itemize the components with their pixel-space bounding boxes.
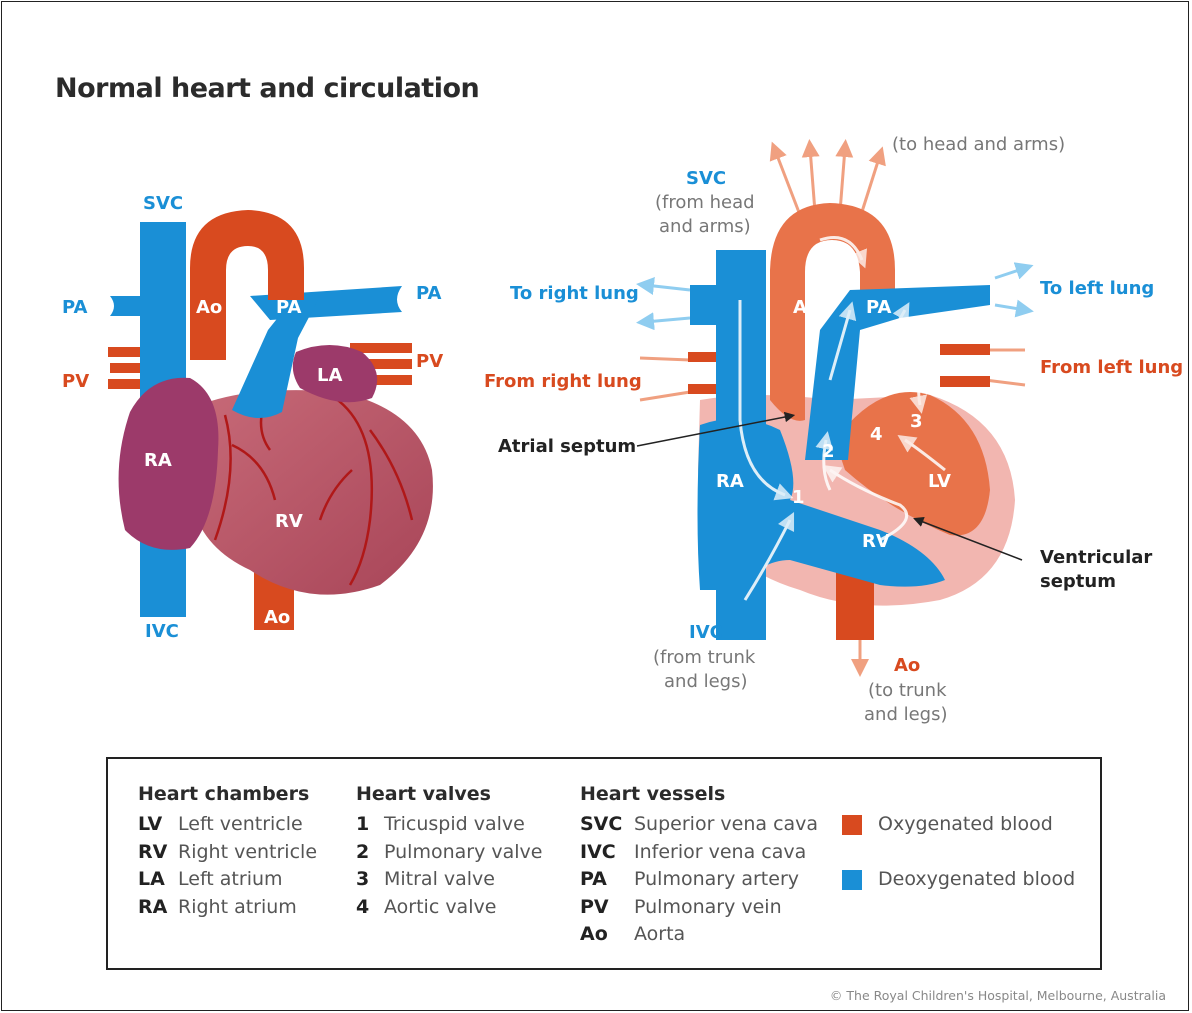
label-ao-arch: Ao — [196, 297, 222, 318]
legend-vessels: Heart vessels SVCSuperior vena cava IVCI… — [580, 783, 818, 951]
legend-value: Aorta — [634, 923, 685, 945]
legend-key: Ao — [580, 923, 634, 945]
label-ra-section: RA — [716, 471, 744, 492]
legend-value: Deoxygenated blood — [878, 868, 1075, 890]
label-ao-bottom: Ao — [264, 607, 290, 628]
legend-key: LV — [138, 813, 178, 835]
label-svc-sub2: and arms) — [659, 216, 751, 237]
label-valve-4: 4 — [870, 424, 883, 445]
legend-value: Aortic valve — [384, 896, 496, 918]
legend-value: Inferior vena cava — [634, 841, 806, 863]
legend-value: Pulmonary artery — [634, 868, 799, 890]
label-ivc-sub2: and legs) — [664, 671, 748, 692]
label-ivc-right: IVC — [689, 622, 723, 643]
legend-oxygenated: Oxygenated blood — [842, 813, 1075, 868]
label-valve-2: 2 — [822, 441, 835, 462]
legend-key: PV — [580, 896, 634, 918]
label-pa-right: PA — [416, 283, 442, 304]
legend-value: Tricuspid valve — [384, 813, 525, 835]
label-from-right-lung: From right lung — [484, 371, 642, 392]
label-ivc-sub1: (from trunk — [653, 647, 756, 668]
legend-item: LVLeft ventricle — [138, 813, 317, 841]
label-ao-bottom-right: Ao — [894, 655, 920, 676]
label-lv-section: LV — [928, 471, 951, 492]
label-rv-section: RV — [862, 531, 890, 552]
legend-value: Superior vena cava — [634, 813, 818, 835]
label-ao-sub2: and legs) — [864, 704, 948, 725]
legend-value: Right atrium — [178, 896, 297, 918]
legend-key: 4 — [356, 896, 384, 918]
label-svc: SVC — [143, 193, 183, 214]
legend-key: LA — [138, 868, 178, 890]
legend-value: Pulmonary valve — [384, 841, 542, 863]
legend-key: 1 — [356, 813, 384, 835]
label-pa-section: PA — [866, 297, 892, 318]
label-valve-3: 3 — [910, 411, 923, 432]
legend-value: Left atrium — [178, 868, 283, 890]
label-to-right-lung: To right lung — [510, 283, 639, 304]
legend-key: PA — [580, 868, 634, 890]
label-ao-sub1: (to trunk — [868, 680, 947, 701]
legend-key: RV — [138, 841, 178, 863]
pulmonary-artery-left-branch — [110, 296, 145, 316]
legend-deoxygenated: Deoxygenated blood — [842, 868, 1075, 896]
legend-value: Pulmonary vein — [634, 896, 782, 918]
label-to-left-lung: To left lung — [1040, 278, 1154, 299]
legend-chambers-heading: Heart chambers — [138, 783, 317, 813]
label-valve-1: 1 — [792, 487, 805, 508]
external-heart-illustration: SVC PA PA PV PV Ao PA LA RA RV Ao IVC — [62, 193, 443, 642]
label-svc-sub1: (from head — [655, 192, 755, 213]
deoxygenated-swatch — [842, 870, 862, 890]
copyright-notice: © The Royal Children's Hospital, Melbour… — [830, 988, 1166, 1003]
label-atrial-septum: Atrial septum — [498, 436, 636, 457]
legend-item: 4Aortic valve — [356, 896, 542, 924]
label-to-head: (to head and arms) — [892, 134, 1065, 155]
pulmonary-artery-right-lung — [690, 285, 716, 325]
legend-key: IVC — [580, 841, 634, 863]
label-la: LA — [317, 365, 342, 386]
legend-key: 3 — [356, 868, 384, 890]
label-ivc: IVC — [145, 621, 179, 642]
label-svc-right: SVC — [686, 168, 726, 189]
legend-value: Right ventricle — [178, 841, 317, 863]
label-ra: RA — [144, 450, 172, 471]
legend-value: Left ventricle — [178, 813, 303, 835]
legend-key: SVC — [580, 813, 634, 835]
legend-vessels-heading: Heart vessels — [580, 783, 818, 813]
label-from-left-lung: From left lung — [1040, 357, 1183, 378]
legend-blood: Oxygenated blood Deoxygenated blood — [842, 813, 1075, 896]
label-ao-section: Ao — [793, 297, 819, 318]
legend-key: 2 — [356, 841, 384, 863]
label-rv: RV — [275, 511, 303, 532]
label-la-section: LA — [894, 354, 919, 375]
label-ventricular-septum-1: Ventricular — [1040, 547, 1152, 568]
legend-value: Mitral valve — [384, 868, 495, 890]
legend-value: Oxygenated blood — [878, 813, 1053, 835]
legend-key: RA — [138, 896, 178, 918]
oxygenated-swatch — [842, 815, 862, 835]
label-pv-right: PV — [416, 351, 443, 372]
circulation-cross-section: (to head and arms) SVC (from head and ar… — [484, 134, 1183, 725]
legend-valves-heading: Heart valves — [356, 783, 542, 813]
label-pa-trunk: PA — [276, 297, 302, 318]
label-ventricular-septum-2: septum — [1040, 571, 1116, 592]
label-pa-left: PA — [62, 297, 88, 318]
label-pv-left: PV — [62, 371, 89, 392]
